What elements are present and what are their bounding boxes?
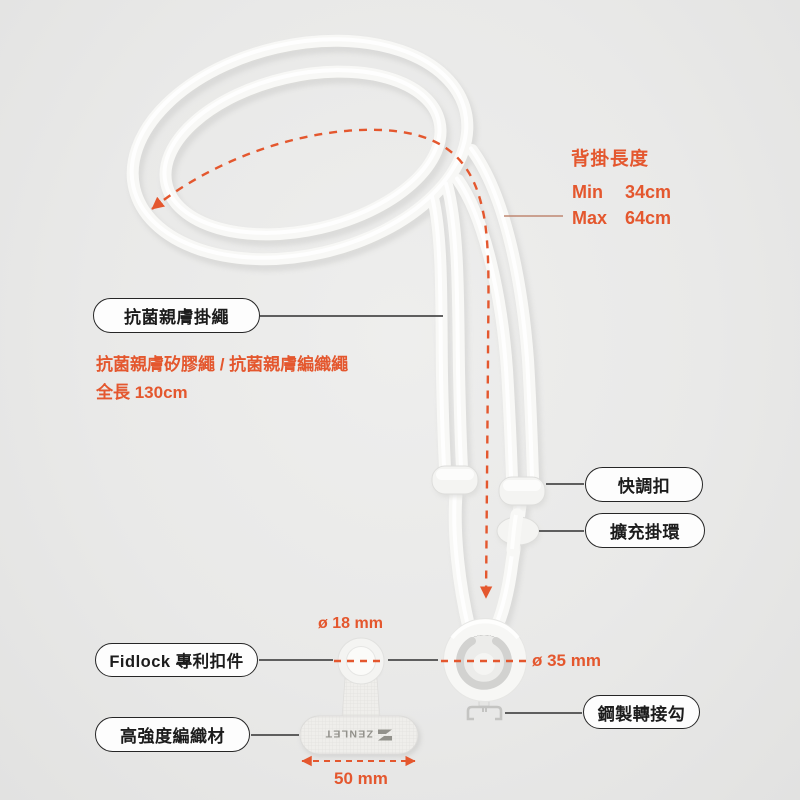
back-length-min-value: 34cm	[625, 182, 672, 202]
back-length-title: 背掛長度	[571, 148, 650, 169]
back-length-max-label: Max	[572, 208, 608, 228]
strap-materials-text: 抗菌親膚矽膠繩 / 抗菌親膚編織繩	[96, 355, 349, 374]
callout-strap: 抗菌親膚掛繩	[93, 298, 260, 333]
callout-weave-label: 高強度編織材	[120, 727, 225, 746]
fabric-tag: ZENLET	[299, 637, 421, 757]
adjuster-buckle-right	[498, 476, 547, 508]
callout-steel-hook-label: 鋼製轉接勾	[597, 704, 686, 724]
callout-weave: 高強度編織材	[95, 717, 250, 752]
callout-fidlock: Fidlock 專利扣件	[95, 643, 258, 677]
expansion-ring	[496, 508, 540, 557]
tag-width-label: 50 mm	[334, 769, 388, 788]
callout-expansion-loop: 擴充掛環	[585, 513, 705, 548]
dia18-label: ø 18 mm	[318, 615, 383, 632]
callout-strap-label: 抗菌親膚掛繩	[124, 308, 229, 327]
svg-text:ZENLET: ZENLET	[324, 728, 373, 740]
callout-steel-hook: 鋼製轉接勾	[583, 695, 700, 729]
adjuster-buckle-left	[431, 465, 480, 497]
back-length-max-value: 64cm	[625, 208, 672, 228]
callout-quick-adjuster-label: 快調扣	[617, 477, 671, 496]
dia35-label: ø 35 mm	[532, 651, 601, 670]
callout-quick-adjuster: 快調扣	[585, 467, 703, 502]
strap-path-arrow	[151, 128, 493, 599]
strap-total-length-text: 全長 130cm	[96, 383, 188, 402]
back-length-min-label: Min	[572, 182, 603, 202]
callout-expansion-loop-label: 擴充掛環	[610, 523, 680, 542]
callout-fidlock-label: Fidlock 專利扣件	[109, 653, 244, 671]
zenlet-logo: ZENLET	[324, 728, 392, 741]
